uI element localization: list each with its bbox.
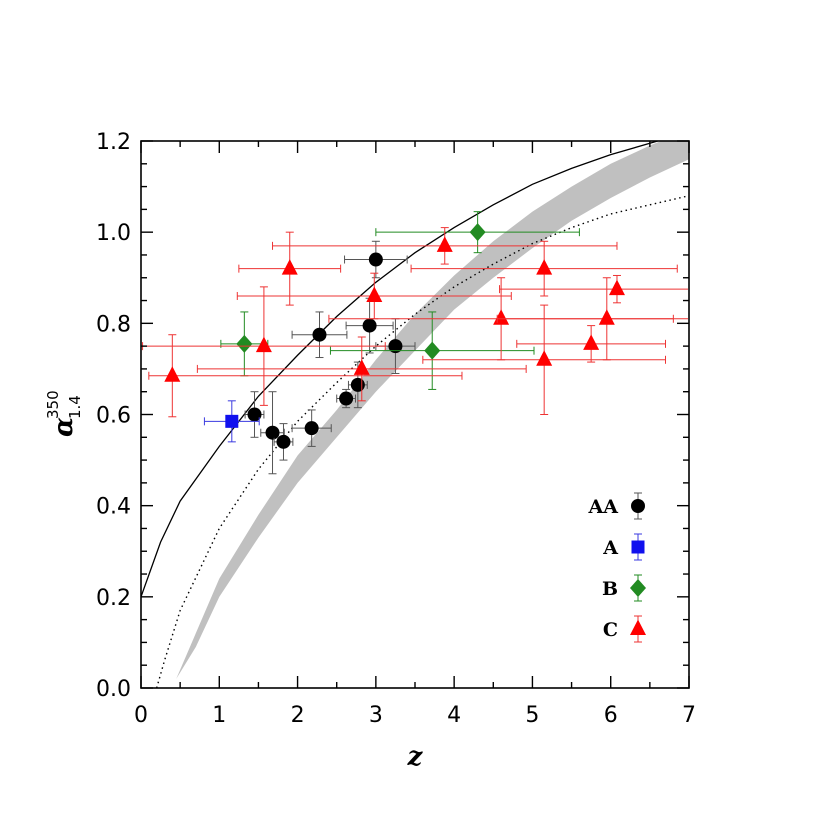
legend-label: B: [602, 578, 618, 600]
data-point: [255, 336, 272, 353]
data-point: [247, 407, 262, 422]
dotted-curve: [155, 195, 689, 688]
y-axis-title-sup: 350: [44, 390, 62, 419]
data-point: [265, 425, 280, 440]
data-point: [469, 223, 486, 242]
data-point: [536, 259, 553, 275]
data-point: [312, 327, 327, 342]
y-tick-label: 1.0: [96, 221, 131, 246]
legend-label: AA: [588, 496, 619, 518]
y-tick-label: 0.6: [96, 404, 131, 429]
x-tick-label: 2: [291, 703, 305, 728]
plot-frame: [140, 140, 690, 689]
x-tick-label: 6: [604, 703, 618, 728]
x-tick-label: 0: [134, 703, 148, 728]
data-point: [236, 334, 253, 353]
x-tick-label: 7: [682, 703, 696, 728]
axis-ticks: [140, 140, 690, 689]
model-curves: [141, 141, 689, 688]
data-point: [598, 309, 615, 325]
data-point: [164, 366, 181, 382]
series-AA: [244, 240, 416, 475]
data-point: [493, 309, 510, 325]
data-point: [388, 339, 403, 354]
y-axis-title-sub: 1.4: [66, 395, 84, 419]
data-point: [276, 434, 291, 449]
series-C: [142, 227, 688, 418]
x-tick-label: 3: [369, 703, 383, 728]
legend-entry-B: B: [602, 574, 646, 602]
y-tick-label: 0.4: [96, 495, 131, 520]
legend-label: A: [602, 537, 618, 559]
data-point: [536, 350, 553, 366]
data-point: [225, 414, 239, 428]
data-points: [142, 211, 688, 475]
data-point: [339, 391, 354, 406]
y-tick-label: 1.2: [96, 130, 131, 155]
legend-entry-A: A: [602, 533, 645, 561]
x-tick-label: 4: [447, 703, 461, 728]
data-point: [366, 286, 383, 302]
legend-marker: [631, 540, 645, 554]
series-A: [203, 400, 260, 443]
data-point: [583, 334, 600, 350]
data-point: [368, 252, 383, 267]
data-point: [281, 259, 298, 275]
data-point: [436, 236, 453, 252]
legend-entry-AA: AA: [588, 492, 645, 520]
series-B: [220, 211, 580, 390]
y-axis-title-symbol: α: [49, 417, 79, 437]
tick-labels: 0 1 2 3 4 5 6 7 0.0 0.2 0.4 0.6 0.8 1.0 1.2: [96, 130, 696, 728]
data-point: [353, 359, 370, 375]
y-tick-label: 0.2: [96, 586, 131, 611]
legend-marker: [631, 499, 645, 513]
solid-curve: [141, 141, 661, 598]
data-point: [362, 318, 377, 333]
data-point: [424, 341, 441, 360]
data-point: [350, 377, 365, 392]
data-point: [608, 279, 625, 296]
y-axis-title: α 350 1.4: [44, 390, 84, 437]
legend-marker: [630, 579, 646, 597]
y-tick-label: 0.0: [96, 677, 131, 702]
data-point: [304, 421, 319, 436]
y-tick-label: 0.8: [96, 312, 131, 337]
x-tick-label: 1: [212, 703, 226, 728]
legend-entry-C: C: [603, 615, 646, 643]
legend-marker: [630, 619, 646, 635]
x-tick-label: 5: [525, 703, 539, 728]
x-axis-title: z: [407, 742, 424, 772]
legend-label: C: [603, 619, 618, 641]
